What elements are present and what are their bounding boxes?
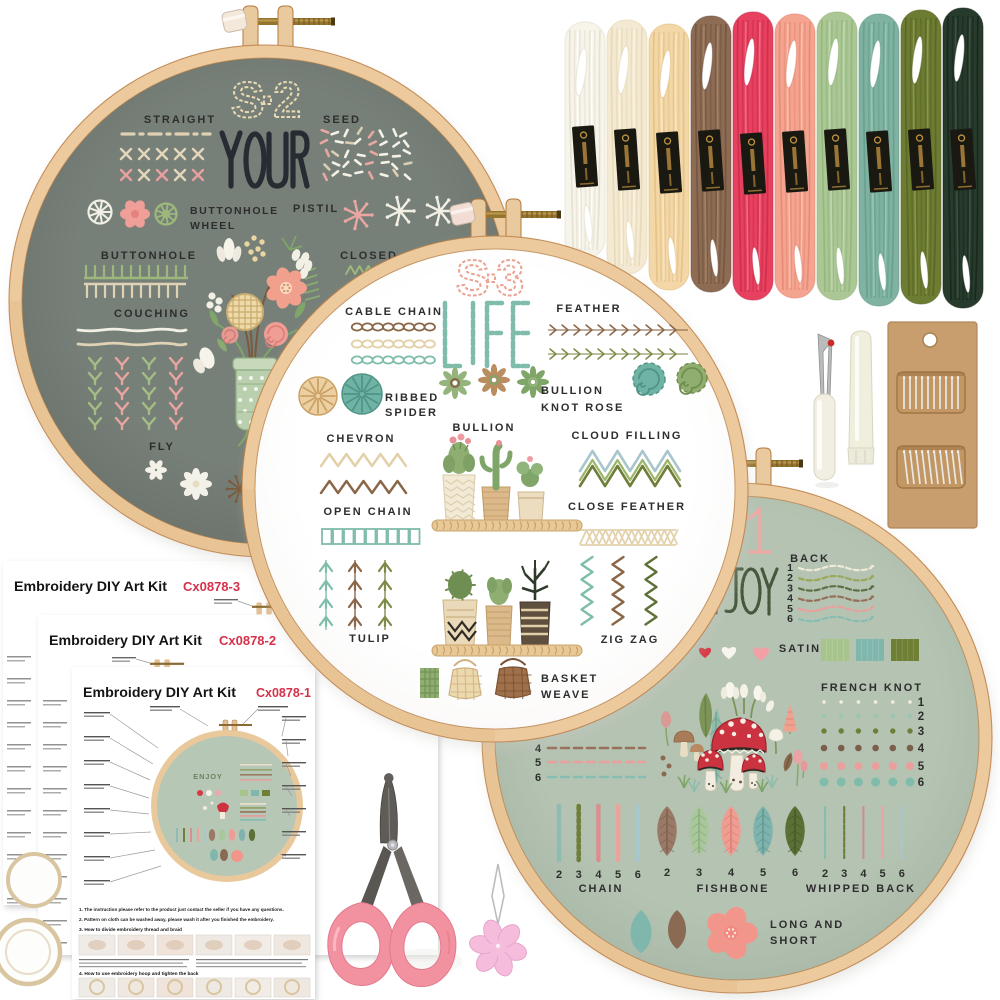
svg-text:3. How to divide embroidery th: 3. How to divide embroidery thread and b… — [79, 927, 182, 933]
svg-text:3: 3 — [787, 582, 793, 594]
svg-text:2: 2 — [664, 867, 670, 879]
svg-text:BASKET: BASKET — [541, 673, 598, 685]
svg-text:5: 5 — [760, 867, 766, 879]
svg-text:FEATHER: FEATHER — [556, 303, 621, 315]
svg-text:CHAIN: CHAIN — [579, 883, 624, 895]
svg-text:STRAIGHT: STRAIGHT — [144, 114, 216, 126]
svg-text:Cx0878-3: Cx0878-3 — [183, 579, 240, 594]
svg-text:3: 3 — [918, 726, 924, 738]
svg-text:BUTTONHOLE: BUTTONHOLE — [101, 250, 197, 262]
svg-text:CLOSED: CLOSED — [340, 250, 398, 262]
svg-text:BACK: BACK — [790, 553, 830, 565]
svg-text:BULLION: BULLION — [541, 385, 604, 397]
svg-text:PISTIL: PISTIL — [293, 203, 339, 215]
svg-text:6: 6 — [535, 772, 541, 784]
svg-text:Cx0878-1: Cx0878-1 — [256, 686, 311, 700]
svg-text:2. Pattern on cloth can be was: 2. Pattern on cloth can be washed away, … — [79, 917, 274, 922]
svg-text:3: 3 — [841, 868, 847, 880]
svg-text:1. The instruction please refe: 1. The instruction please refer to the p… — [79, 907, 284, 912]
svg-text:2: 2 — [787, 572, 793, 584]
svg-text:2: 2 — [918, 711, 924, 723]
svg-text:6: 6 — [635, 869, 641, 881]
svg-text:RIBBED: RIBBED — [385, 392, 439, 404]
svg-text:6: 6 — [899, 868, 905, 880]
svg-text:4: 4 — [595, 869, 602, 881]
svg-text:Cx0878-2: Cx0878-2 — [219, 633, 276, 648]
svg-text:Embroidery DIY Art Kit: Embroidery DIY Art Kit — [83, 685, 236, 701]
svg-text:4: 4 — [728, 867, 735, 879]
svg-text:1: 1 — [918, 697, 925, 709]
svg-text:CLOSE FEATHER: CLOSE FEATHER — [568, 501, 686, 513]
svg-text:FRENCH KNOT: FRENCH KNOT — [821, 682, 923, 694]
svg-text:4: 4 — [860, 868, 867, 880]
svg-text:3: 3 — [576, 869, 582, 881]
svg-text:CLOUD FILLING: CLOUD FILLING — [572, 430, 683, 442]
svg-text:WHIPPED BACK: WHIPPED BACK — [806, 883, 916, 895]
svg-text:5: 5 — [787, 603, 793, 615]
svg-text:SEED: SEED — [323, 114, 361, 126]
svg-text:LONG AND: LONG AND — [770, 919, 844, 931]
svg-text:5: 5 — [918, 761, 925, 773]
svg-text:4: 4 — [918, 743, 925, 755]
svg-text:ENJOY: ENJOY — [193, 772, 222, 781]
svg-text:WHEEL: WHEEL — [190, 220, 236, 232]
svg-text:4: 4 — [787, 593, 793, 605]
svg-text:WEAVE: WEAVE — [541, 689, 591, 701]
svg-text:Embroidery DIY Art Kit: Embroidery DIY Art Kit — [49, 633, 202, 649]
svg-text:6: 6 — [918, 777, 924, 789]
svg-text:KNOT ROSE: KNOT ROSE — [541, 402, 624, 414]
svg-text:SHORT: SHORT — [770, 935, 819, 947]
svg-text:S·3: S·3 — [456, 250, 524, 306]
svg-text:4: 4 — [535, 743, 542, 755]
svg-text:1: 1 — [787, 562, 793, 574]
svg-text:TULIP: TULIP — [349, 633, 391, 645]
svg-text:5: 5 — [880, 868, 886, 880]
svg-text:OPEN CHAIN: OPEN CHAIN — [323, 506, 412, 518]
svg-text:3: 3 — [696, 867, 702, 879]
svg-text:4. How to use embroidery hoop: 4. How to use embroidery hoop and tighte… — [79, 971, 199, 977]
svg-text:Embroidery DIY Art Kit: Embroidery DIY Art Kit — [14, 579, 167, 595]
svg-text:ZIG ZAG: ZIG ZAG — [601, 634, 660, 646]
svg-text:5: 5 — [615, 869, 621, 881]
svg-text:2: 2 — [556, 869, 562, 881]
svg-text:SPIDER: SPIDER — [385, 407, 438, 419]
svg-text:SATIN: SATIN — [779, 643, 821, 655]
svg-text:6: 6 — [787, 613, 793, 625]
svg-text:2: 2 — [822, 868, 828, 880]
svg-text:FLY: FLY — [149, 441, 175, 453]
svg-text:BUTTONHOLE: BUTTONHOLE — [190, 205, 279, 217]
svg-text:FISHBONE: FISHBONE — [697, 883, 770, 895]
svg-text:S·2: S·2 — [231, 72, 301, 128]
svg-text:6: 6 — [792, 867, 798, 879]
svg-text:CABLE CHAIN: CABLE CHAIN — [345, 306, 443, 318]
svg-text:5: 5 — [535, 757, 541, 769]
svg-text:CHEVRON: CHEVRON — [326, 433, 395, 445]
svg-text:BULLION: BULLION — [453, 422, 516, 434]
svg-text:COUCHING: COUCHING — [114, 308, 190, 320]
